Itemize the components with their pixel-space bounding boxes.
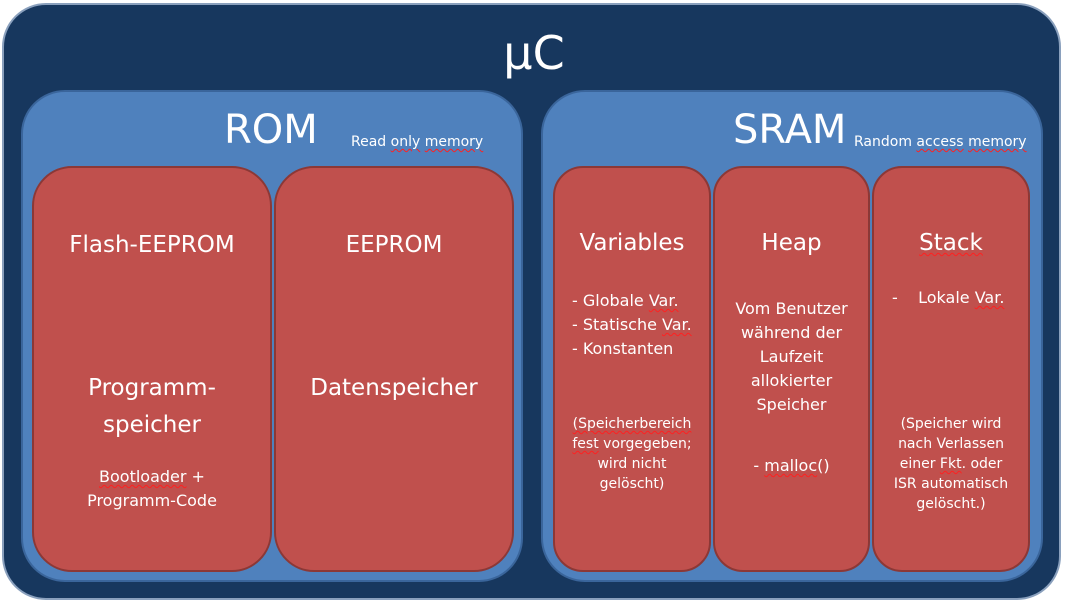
rom-title: ROM (224, 107, 318, 153)
variables-item: - Globale Var. (572, 289, 709, 313)
stack-item: - Lokale Var. (892, 286, 1028, 310)
heap-desc-line: Laufzeit (759, 347, 824, 366)
variables-title: Variables (579, 230, 685, 256)
variables-note-line: wird nicht (597, 456, 667, 472)
flash-desc-line: speicher (103, 412, 201, 438)
stack-box: Stack - Lokale Var. (Speicher wird nach … (872, 166, 1030, 572)
heap-item-fn: malloc (764, 456, 818, 475)
variables-box: Variables - Globale Var. - Statische Var… (553, 166, 711, 572)
stack-title-text: Stack (919, 230, 983, 256)
sram-subtitle-word: memory (968, 134, 1027, 150)
stack-note-word: . oder (961, 456, 1003, 472)
flash-detail-line: Programm-Code (87, 491, 217, 510)
variables-note-word: vorgegeben; (598, 436, 692, 452)
variables-item-text: - Konstanten (572, 339, 674, 358)
stack-title: Stack (874, 228, 1028, 258)
variables-note-line: fest vorgegeben; (555, 434, 709, 454)
rom-subtitle-word: only (390, 134, 421, 150)
stack-note-line: gelöscht.) (916, 496, 986, 512)
stack-note-line: einer Fkt. oder (874, 454, 1028, 474)
stack-note-word: einer (899, 456, 940, 472)
stack-note-line: nach Verlassen (898, 436, 1004, 452)
sram-subtitle: Random access memory (854, 133, 1027, 151)
flash-detail-line: Bootloader + (34, 465, 270, 489)
heap-desc-line: allokierter (750, 371, 833, 390)
variables-note-word: (Speicherbereich (572, 416, 692, 432)
stack-item-text: - Lokale (892, 288, 975, 307)
eeprom-box: EEPROM Datenspeicher (274, 166, 514, 572)
heap-item-parens: () (817, 456, 830, 475)
eeprom-title: EEPROM (345, 232, 443, 258)
variables-item-text: - Globale (572, 291, 649, 310)
variables-note-line: (Speicherbereich (555, 414, 709, 434)
sram-subtitle-word: access (916, 134, 964, 150)
stack-note-line: (Speicher wird (900, 416, 1002, 432)
stack-note-word: Fkt (939, 456, 962, 472)
rom-subtitle-word: memory (424, 134, 484, 150)
sram-subtitle-word: Random (854, 134, 912, 150)
heap-desc-line: während der (740, 323, 843, 342)
sram-title: SRAM (733, 107, 847, 153)
heap-title: Heap (761, 230, 822, 256)
flash-desc-line: Programm- (88, 375, 216, 401)
flash-eeprom-title: Flash-EEPROM (69, 232, 235, 258)
heap-desc-line: Vom Benutzer (735, 299, 848, 318)
flash-eeprom-box: Flash-EEPROM Programm- speicher Bootload… (32, 166, 272, 572)
rom-subtitle-word: Read (351, 134, 387, 150)
eeprom-desc: Datenspeicher (310, 375, 478, 401)
variables-item: - Konstanten (572, 337, 709, 361)
variables-note-word: fest (572, 436, 599, 452)
variables-item-abbr: Var. (648, 291, 679, 310)
bootloader-text: Bootloader (99, 467, 187, 486)
plus-text: + (186, 467, 205, 486)
rom-subtitle: Read only memory (351, 133, 483, 151)
heap-item-dash: - (753, 456, 765, 475)
heap-box: Heap Vom Benutzer während der Laufzeit a… (713, 166, 870, 572)
variables-item-text: - Statische (572, 315, 663, 334)
heap-item: - malloc() (715, 454, 868, 478)
stack-note-line: ISR automatisch (893, 476, 1009, 492)
heap-desc-line: Speicher (756, 395, 827, 414)
microcontroller-title: µC (503, 26, 565, 80)
variables-item-abbr: Var. (662, 315, 692, 334)
variables-note-line: gelöscht) (599, 476, 665, 492)
variables-item: - Statische Var. (572, 313, 709, 337)
stack-item-abbr: Var. (974, 288, 1005, 307)
